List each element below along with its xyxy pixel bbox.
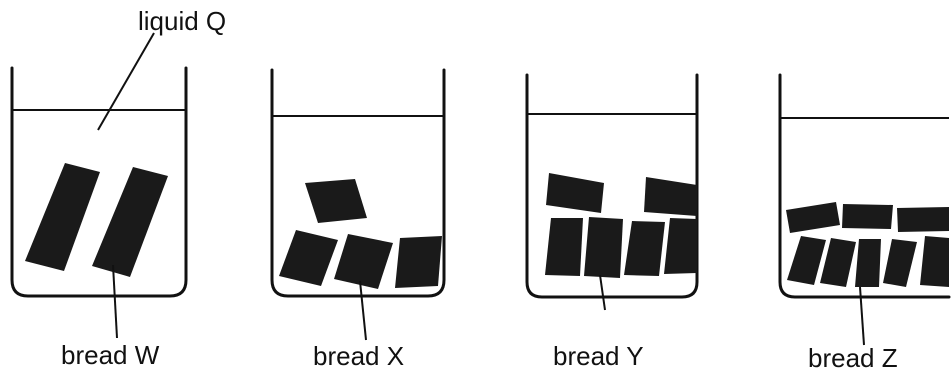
bread-z-piece-3 xyxy=(897,207,949,232)
bread-y-piece-3 xyxy=(545,218,583,276)
bread-x-leader-line xyxy=(359,280,367,341)
bread-z-piece-4 xyxy=(787,236,826,285)
bread-y-leader-line xyxy=(599,274,606,311)
beaker-w-outline xyxy=(10,66,188,298)
bread-w-piece-1 xyxy=(25,163,100,271)
liquid-q-label: liquid Q xyxy=(138,6,227,36)
bread-x-label: bread X xyxy=(313,341,405,371)
bread-y-piece-2 xyxy=(644,177,697,216)
beaker-x xyxy=(270,68,446,298)
bread-w-label: bread W xyxy=(61,340,160,370)
bread-w-leader-line xyxy=(112,264,118,339)
bread-y-piece-4 xyxy=(584,217,623,278)
bread-y-piece-1 xyxy=(546,173,604,213)
beaker-y xyxy=(525,73,699,299)
bread-z-piece-6 xyxy=(855,239,881,287)
liquid-q-leader-line xyxy=(97,32,155,131)
bread-x-piece-1 xyxy=(305,179,367,223)
bread-x-piece-2 xyxy=(279,230,338,286)
bread-z-piece-5 xyxy=(820,238,856,287)
bread-w-piece-2 xyxy=(92,167,168,277)
bread-z-piece-2 xyxy=(842,204,893,229)
beaker-y-outline xyxy=(525,73,699,299)
beaker-z-outline xyxy=(778,73,951,299)
bread-z-piece-7 xyxy=(883,239,917,287)
beaker-z xyxy=(778,73,951,299)
bread-y-label: bread Y xyxy=(553,341,644,371)
bread-y-piece-6 xyxy=(664,218,697,274)
beaker-x-outline xyxy=(270,68,446,298)
bread-z-label: bread Z xyxy=(808,343,898,373)
bread-x-piece-3 xyxy=(334,234,393,289)
beaker-w xyxy=(10,66,188,298)
bread-y-piece-5 xyxy=(624,221,665,276)
bread-z-leader-line xyxy=(859,286,865,346)
bread-x-piece-4 xyxy=(395,236,442,288)
bread-z-piece-1 xyxy=(786,202,840,233)
bread-z-piece-8 xyxy=(920,236,949,287)
